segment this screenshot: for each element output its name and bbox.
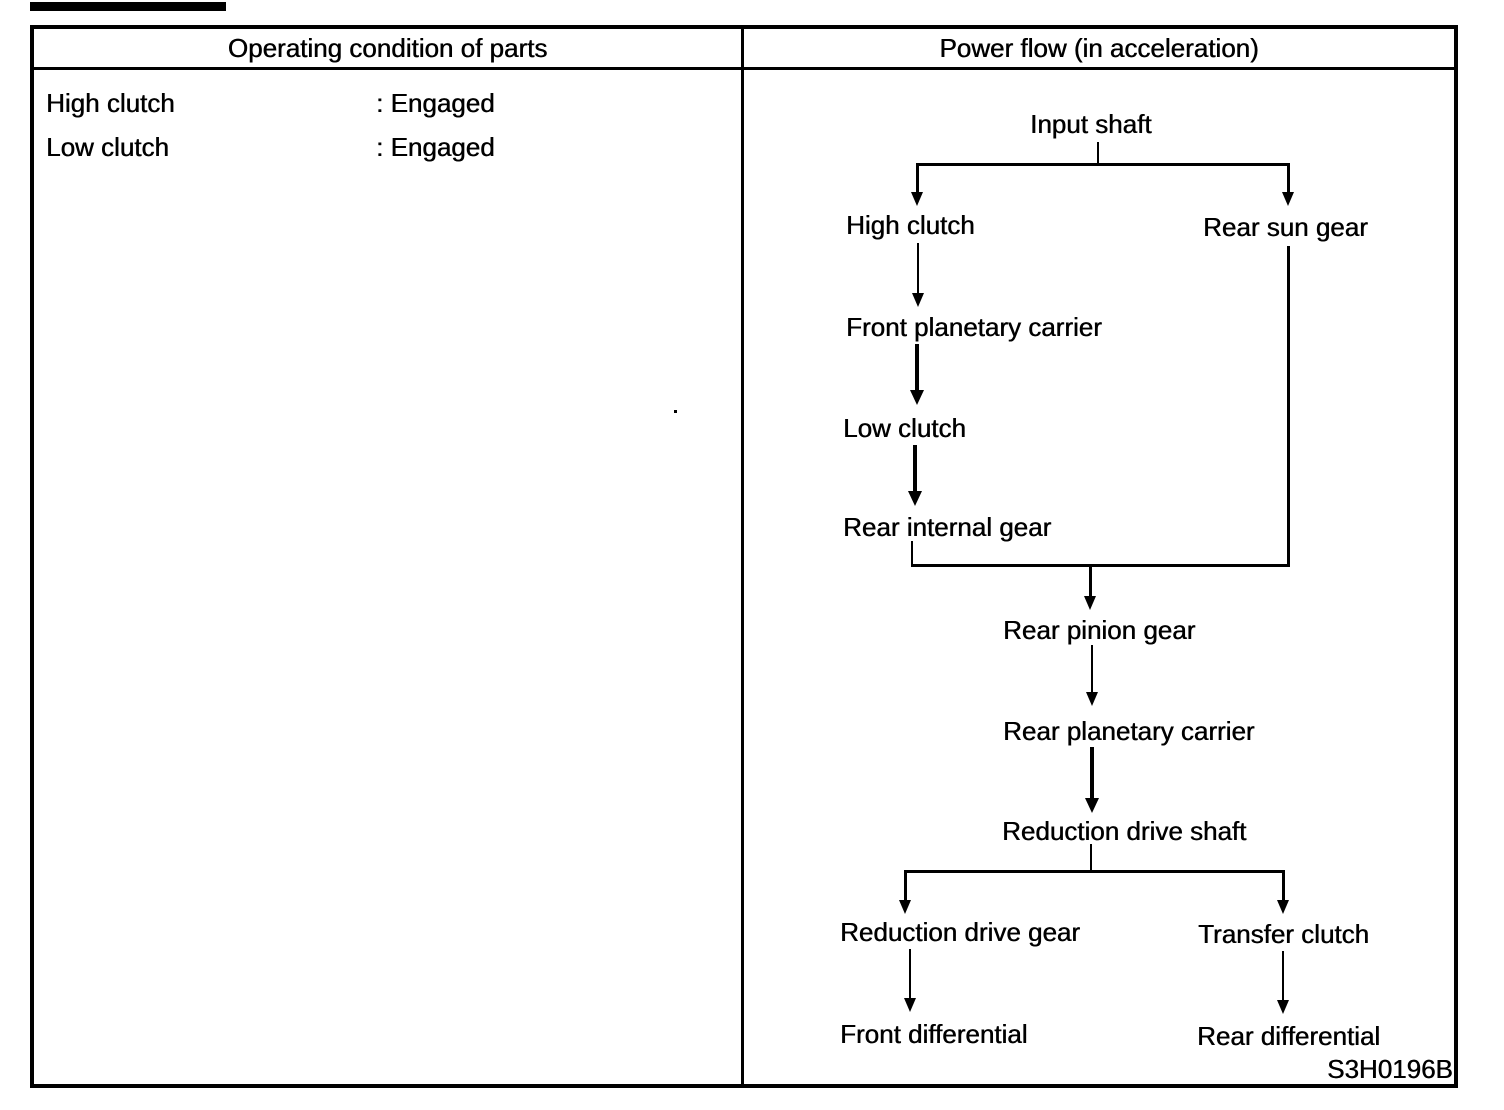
connector-rear-pinion-gear-to-rear-planetary-carrier <box>1091 645 1093 692</box>
connector-to-rear-pinion-gear <box>1089 567 1092 596</box>
connector-to-rear-sun-gear <box>1287 163 1290 192</box>
condition-part-label: High clutch <box>46 88 175 118</box>
condition-part-label: Low clutch <box>46 132 169 162</box>
arrowhead-to-front-differential <box>904 998 916 1012</box>
connector-output-split-line <box>904 870 1285 873</box>
flow-node-rear-differential: Rear differential <box>1197 1021 1381 1051</box>
flow-node-reduction-drive-gear: Reduction drive gear <box>840 917 1080 947</box>
connector-reduction-drive-gear-to-front-differential <box>909 949 911 998</box>
flow-node-front-planetary-carrier: Front planetary carrier <box>846 312 1102 342</box>
connector-reduction-drive-shaft-stub <box>1090 844 1092 871</box>
arrowhead-to-rear-sun-gear <box>1282 192 1294 206</box>
connector-transfer-clutch-to-rear-differential <box>1282 951 1284 1000</box>
table-column-divider <box>741 25 744 1088</box>
flow-node-high-clutch: High clutch <box>846 210 975 240</box>
arrowhead-to-rear-differential <box>1277 1000 1289 1014</box>
scan-artifact-dot <box>674 410 677 413</box>
flow-node-rear-sun-gear: Rear sun gear <box>1203 212 1368 242</box>
arrowhead-to-low-clutch <box>910 390 924 405</box>
flow-node-rear-pinion-gear: Rear pinion gear <box>1003 615 1196 645</box>
column-header-power-flow: Power flow (in acceleration) <box>939 33 1259 63</box>
connector-low-clutch-to-rear-internal-gear <box>913 445 917 491</box>
condition-part-value: : Engaged <box>376 88 495 118</box>
connector-high-clutch-to-front-planetary-carrier <box>917 243 919 293</box>
figure-code: S3H0196B <box>1327 1054 1453 1084</box>
connector-front-planetary-carrier-to-low-clutch <box>915 344 919 390</box>
arrowhead-to-reduction-drive-shaft <box>1085 798 1099 813</box>
connector-input-shaft-stub <box>1097 142 1099 164</box>
flow-node-transfer-clutch: Transfer clutch <box>1198 919 1369 949</box>
scan-artifact-bar <box>30 2 226 11</box>
column-header-operating-condition: Operating condition of parts <box>227 33 548 63</box>
connector-input-split-line <box>916 163 1290 166</box>
flow-node-front-differential: Front differential <box>840 1019 1028 1049</box>
connector-to-reduction-drive-gear <box>904 870 907 900</box>
arrowhead-to-transfer-clutch <box>1277 900 1289 914</box>
connector-merge-line <box>911 564 1290 567</box>
arrowhead-to-high-clutch <box>911 192 923 206</box>
arrowhead-to-front-planetary-carrier <box>912 293 924 307</box>
flow-node-input-shaft: Input shaft <box>1030 109 1152 139</box>
connector-rear-internal-gear-stub <box>911 541 913 567</box>
condition-part-value: : Engaged <box>376 132 495 162</box>
table-header-divider <box>30 67 1458 70</box>
connector-to-transfer-clutch <box>1282 870 1285 900</box>
connector-rear-sun-gear-long-line <box>1287 246 1290 567</box>
flow-node-reduction-drive-shaft: Reduction drive shaft <box>1002 816 1247 846</box>
flow-node-rear-internal-gear: Rear internal gear <box>843 512 1052 542</box>
arrowhead-to-rear-internal-gear <box>908 491 922 506</box>
connector-rear-planetary-carrier-to-reduction-drive-shaft <box>1090 747 1094 798</box>
flow-node-low-clutch: Low clutch <box>843 413 966 443</box>
arrowhead-to-rear-pinion-gear <box>1084 596 1096 610</box>
table-border <box>30 25 1458 1088</box>
flow-node-rear-planetary-carrier: Rear planetary carrier <box>1003 716 1255 746</box>
arrowhead-to-reduction-drive-gear <box>899 900 911 914</box>
arrowhead-to-rear-planetary-carrier <box>1086 692 1098 706</box>
connector-to-high-clutch <box>916 163 919 192</box>
